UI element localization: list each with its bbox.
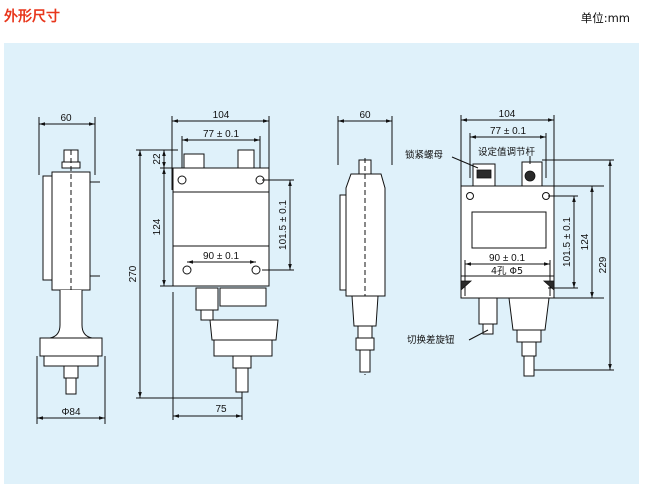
front1-overall-height-label: 270 [128, 265, 139, 282]
front1-bottom-offset-label: 75 [215, 404, 227, 415]
front1-top-spacing-label: 77 ± 0.1 [203, 129, 240, 140]
front1-vertical-spacing-label: 101.5 ± 0.1 [278, 200, 289, 250]
front2-width-label: 104 [499, 109, 516, 120]
front1-body-height-label: 124 [152, 218, 163, 235]
side-view-2 [337, 116, 393, 375]
front2-overall-height-label: 229 [598, 256, 609, 273]
callout-setpoint-rod: 设定值调节杆 [478, 146, 536, 158]
front2-holes-label: 4孔 Φ5 [491, 266, 523, 277]
front-view-2 [451, 115, 614, 377]
front-view-2-dark-parts [460, 169, 555, 291]
side-view-1 [36, 117, 106, 424]
page-title: 外形尺寸 [4, 9, 60, 25]
side1-width-label: 60 [60, 113, 72, 124]
unit-label: 单位:mm [580, 11, 630, 25]
front1-bottom-spacing-label: 90 ± 0.1 [203, 251, 240, 262]
side1-base-diameter-label: Φ84 [61, 407, 81, 418]
callout-diff-knob: 切换差旋钮 [407, 334, 455, 346]
front1-top-offset-label: 22 [152, 153, 163, 165]
front2-top-spacing-label: 77 ± 0.1 [490, 126, 527, 137]
side2-width-label: 60 [359, 110, 371, 121]
callout-lock-nut: 锁紧螺母 [405, 149, 443, 161]
front1-width-label: 104 [213, 110, 230, 121]
front2-bottom-spacing-label: 90 ± 0.1 [489, 253, 526, 264]
front2-vertical-spacing-label: 101.5 ± 0.1 [562, 217, 573, 267]
front2-body-height-label: 124 [580, 233, 591, 250]
front-view-1 [136, 116, 294, 420]
